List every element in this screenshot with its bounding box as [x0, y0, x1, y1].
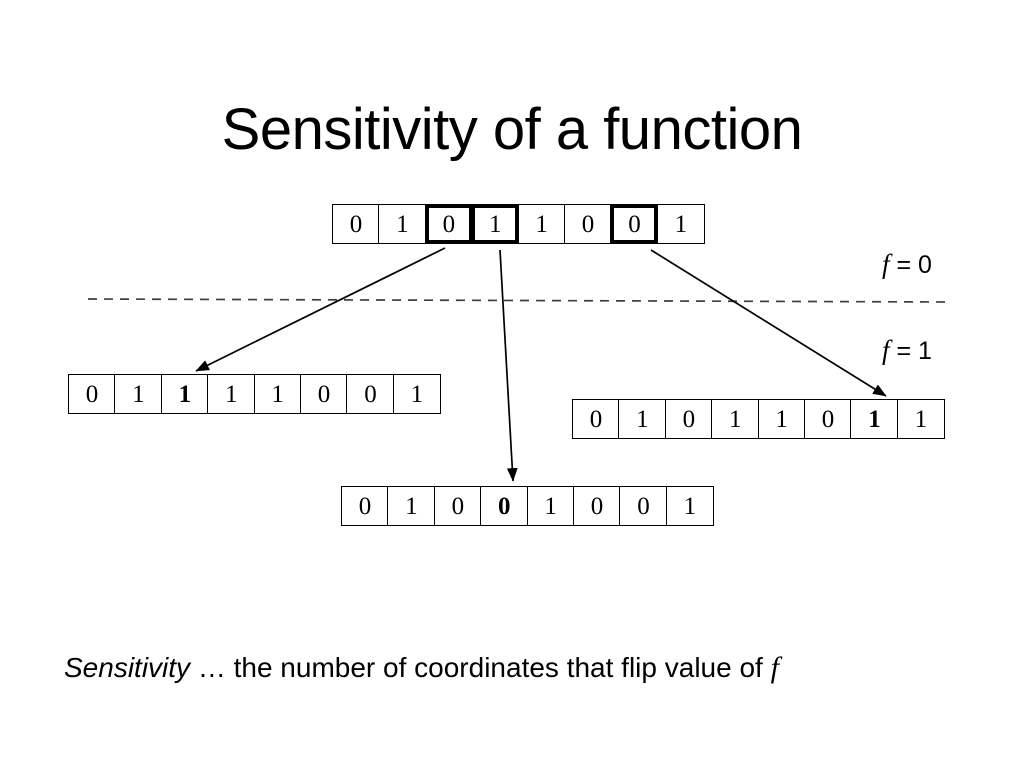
bit-cell: 1	[114, 374, 163, 414]
bit-cell: 1	[517, 204, 566, 244]
bit-cell: 0	[804, 399, 853, 439]
bit-cell: 0	[433, 486, 482, 526]
bit-cell: 0	[424, 204, 473, 244]
bit-cell: 1	[711, 399, 760, 439]
bit-cell: 1	[392, 374, 441, 414]
function-relation-zero: = 0	[889, 251, 932, 279]
arrow-to-right-string	[650, 249, 887, 397]
bit-cell: 1	[471, 204, 520, 244]
function-symbol-f: f	[882, 335, 890, 365]
bit-cell: 1	[253, 374, 302, 414]
function-value-label-above: f = 0	[882, 251, 932, 278]
bit-cell: 1	[378, 204, 427, 244]
function-symbol-f: f	[770, 651, 779, 684]
function-relation-one: = 1	[889, 337, 932, 365]
bit-cell: 0	[610, 204, 659, 244]
bit-cell: 1	[618, 399, 667, 439]
bit-cell: 0	[300, 374, 349, 414]
bit-cell: 0	[480, 486, 529, 526]
bit-cell: 1	[207, 374, 256, 414]
bit-cell: 0	[572, 399, 620, 439]
bit-cell: 1	[160, 374, 209, 414]
function-value-label-below: f = 1	[882, 337, 932, 364]
bit-cell: 1	[757, 399, 806, 439]
caption-term: Sensitivity	[64, 652, 191, 683]
bit-cell: 0	[346, 374, 395, 414]
bit-cell: 0	[664, 399, 713, 439]
arrow-to-left-string	[195, 247, 446, 372]
bit-cell: 1	[665, 486, 714, 526]
bit-cell: 1	[896, 399, 945, 439]
bit-cell: 1	[387, 486, 436, 526]
bit-cell: 0	[564, 204, 613, 244]
function-symbol-f: f	[882, 249, 890, 279]
bit-cell: 1	[850, 399, 899, 439]
flip-arrows	[195, 247, 887, 482]
bit-cell: 1	[656, 204, 705, 244]
bit-cell: 0	[619, 486, 668, 526]
bit-cell: 0	[341, 486, 389, 526]
bit-cell: 0	[573, 486, 622, 526]
decision-boundary-dashed-line	[87, 298, 951, 303]
bit-cell: 1	[526, 486, 575, 526]
bit-cell: 0	[68, 374, 116, 414]
arrow-to-middle-string	[499, 249, 518, 482]
bit-cell: 0	[332, 204, 380, 244]
page-title: Sensitivity of a function	[221, 96, 803, 162]
caption-body: … the number of coordinates that flip va…	[190, 652, 771, 683]
caption-text: Sensitivity … the number of coordinates …	[64, 650, 779, 686]
